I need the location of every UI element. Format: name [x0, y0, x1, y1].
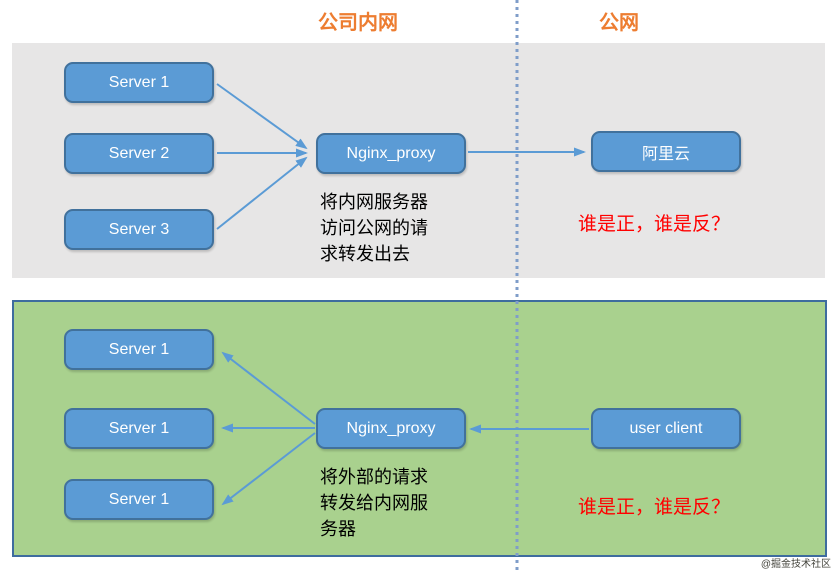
forward-server-3-box: Server 3 [64, 209, 214, 250]
reverse-proxy-description: 将外部的请求 转发给内网服 务器 [320, 467, 428, 539]
reverse-server-2-box: Server 1 [64, 408, 214, 449]
forward-proxy-description: 将内网服务器 访问公网的请 求转发出去 [320, 192, 428, 264]
forward-nginx-proxy-box: Nginx_proxy [316, 133, 466, 174]
reverse-nginx-proxy-box: Nginx_proxy [316, 408, 466, 449]
watermark: @掘金技术社区 [760, 559, 831, 570]
forward-server-2-box: Server 2 [64, 133, 214, 174]
reverse-server-3-box: Server 1 [64, 479, 214, 520]
forward-proxy-question: 谁是正，谁是反？ [578, 214, 731, 235]
reverse-server-1-box: Server 1 [64, 329, 214, 370]
intranet-zone-label: 公司内网 [318, 12, 398, 34]
aliyun-box: 阿里云 [591, 131, 741, 172]
forward-server-1-box: Server 1 [64, 62, 214, 103]
reverse-proxy-question: 谁是正，谁是反？ [578, 497, 731, 518]
public-zone-label: 公网 [599, 12, 639, 34]
user-client-box: user client [591, 408, 741, 449]
